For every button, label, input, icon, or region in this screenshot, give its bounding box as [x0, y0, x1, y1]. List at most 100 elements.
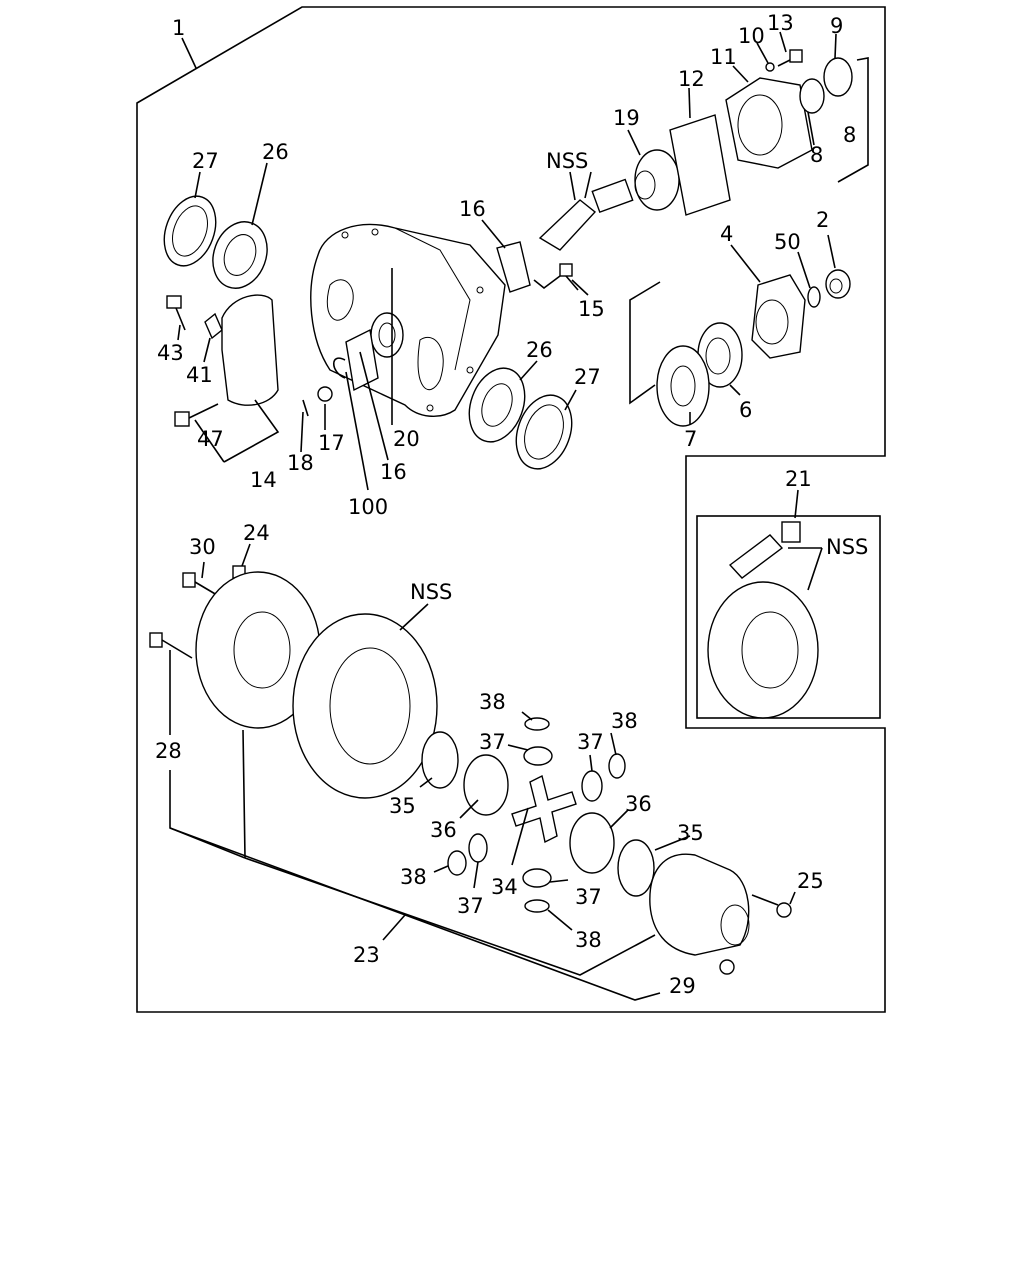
callout-13: 13 [767, 11, 794, 35]
callout-19: 19 [613, 106, 640, 130]
callout-36-right: 36 [625, 792, 652, 816]
callout-nss-ring: NSS [410, 580, 452, 604]
callout-1: 1 [172, 16, 185, 40]
bearing-cap-14 [221, 294, 279, 406]
callout-50: 50 [774, 230, 801, 254]
callout-26-lower: 26 [526, 338, 553, 362]
callout-12: 12 [678, 67, 705, 91]
callout-18: 18 [287, 451, 314, 475]
callout-10: 10 [738, 24, 765, 48]
spider-34 [511, 774, 577, 844]
thrust-washer-35-left [421, 731, 459, 789]
callout-8-right: 8 [843, 123, 856, 147]
nut-25 [776, 902, 792, 918]
pinion-gear-37-top [523, 746, 553, 766]
callout-14: 14 [250, 468, 277, 492]
callout-38-bottom: 38 [575, 928, 602, 952]
callout-nss-inset: NSS [826, 535, 868, 559]
callout-30: 30 [189, 535, 216, 559]
bearing-19 [634, 149, 680, 211]
callout-37-top: 37 [479, 730, 506, 754]
snap-ring-100 [332, 357, 346, 379]
seal-9 [823, 57, 853, 97]
cotter-18 [302, 399, 309, 417]
bearing-26-upper [212, 221, 268, 289]
adjuster-27-lower [515, 394, 573, 470]
side-gear-36-right [569, 812, 615, 874]
callout-nss-pinion: NSS [546, 149, 588, 173]
callout-24: 24 [243, 521, 270, 545]
companion-flange-4 [751, 274, 806, 359]
callout-37-left: 37 [457, 894, 484, 918]
callout-6: 6 [739, 398, 752, 422]
bolt-13 [777, 49, 803, 67]
washer-10 [765, 62, 775, 72]
differential-case-right [649, 853, 750, 956]
lock-plate-41 [204, 312, 223, 340]
callout-37-bottom: 37 [575, 885, 602, 909]
callout-11: 11 [710, 45, 737, 69]
bolt-47 [174, 403, 219, 427]
nut-17 [317, 386, 333, 402]
bearing-7 [656, 345, 710, 427]
callout-34: 34 [491, 875, 518, 899]
callout-4: 4 [720, 222, 733, 246]
drive-pinion-upper [538, 178, 634, 251]
bolt-15 [559, 263, 579, 291]
washer-38-bottom [524, 899, 550, 913]
nut-29 [719, 959, 735, 975]
callout-38-top: 38 [479, 690, 506, 714]
callout-27-lower: 27 [574, 365, 601, 389]
thrust-washer-35-right [617, 839, 655, 897]
pinion-gear-37-left [468, 833, 488, 863]
callout-25: 25 [797, 869, 824, 893]
callout-labels: 1 27 26 43 41 47 14 18 17 20 16 100 16 1… [155, 11, 868, 998]
bolt-30 [182, 572, 223, 599]
pinion-gear-37-bottom [522, 868, 552, 888]
pinion-gear-37-right [581, 770, 603, 802]
callout-36-left: 36 [430, 818, 457, 842]
callout-35-left: 35 [389, 794, 416, 818]
o-ring-50 [807, 286, 821, 308]
callout-15: 15 [578, 297, 605, 321]
washer-38-left [447, 850, 467, 876]
callout-16-upper: 16 [459, 197, 486, 221]
callout-37-right: 37 [577, 730, 604, 754]
nut-2 [825, 269, 851, 299]
callout-38-left: 38 [400, 865, 427, 889]
bearing-20 [370, 312, 404, 358]
callout-21: 21 [785, 467, 812, 491]
callout-9: 9 [830, 14, 843, 38]
seal-27-upper [163, 195, 217, 267]
callout-28: 28 [155, 739, 182, 763]
side-gear-36-left [463, 754, 509, 816]
callout-100: 100 [348, 495, 388, 519]
callout-43: 43 [157, 341, 184, 365]
callout-16-lower: 16 [380, 460, 407, 484]
callout-27-upper: 27 [192, 149, 219, 173]
leader-lines [169, 31, 869, 1001]
inset-21-frame [696, 515, 881, 719]
bolt-43 [166, 295, 186, 331]
callout-41: 41 [186, 363, 213, 387]
callout-17: 17 [318, 431, 345, 455]
bearing-26-lower [468, 367, 526, 443]
callout-35-right: 35 [677, 821, 704, 845]
callout-29: 29 [669, 974, 696, 998]
washer-38-top [524, 717, 550, 731]
callout-2: 2 [816, 208, 829, 232]
callout-38-right: 38 [611, 709, 638, 733]
pinion-housing-11 [725, 77, 813, 169]
assembly-1-frame [136, 6, 886, 1013]
gasket-16-upper [496, 241, 531, 293]
callout-7: 7 [684, 427, 697, 451]
callout-23: 23 [353, 943, 380, 967]
callout-26-upper: 26 [262, 140, 289, 164]
gasket-12 [669, 114, 731, 216]
washer-38-right [608, 753, 626, 779]
bolt-28 [149, 632, 193, 659]
callout-8-left: 8 [810, 143, 823, 167]
ring-gear [292, 613, 438, 799]
callout-47: 47 [197, 427, 224, 451]
